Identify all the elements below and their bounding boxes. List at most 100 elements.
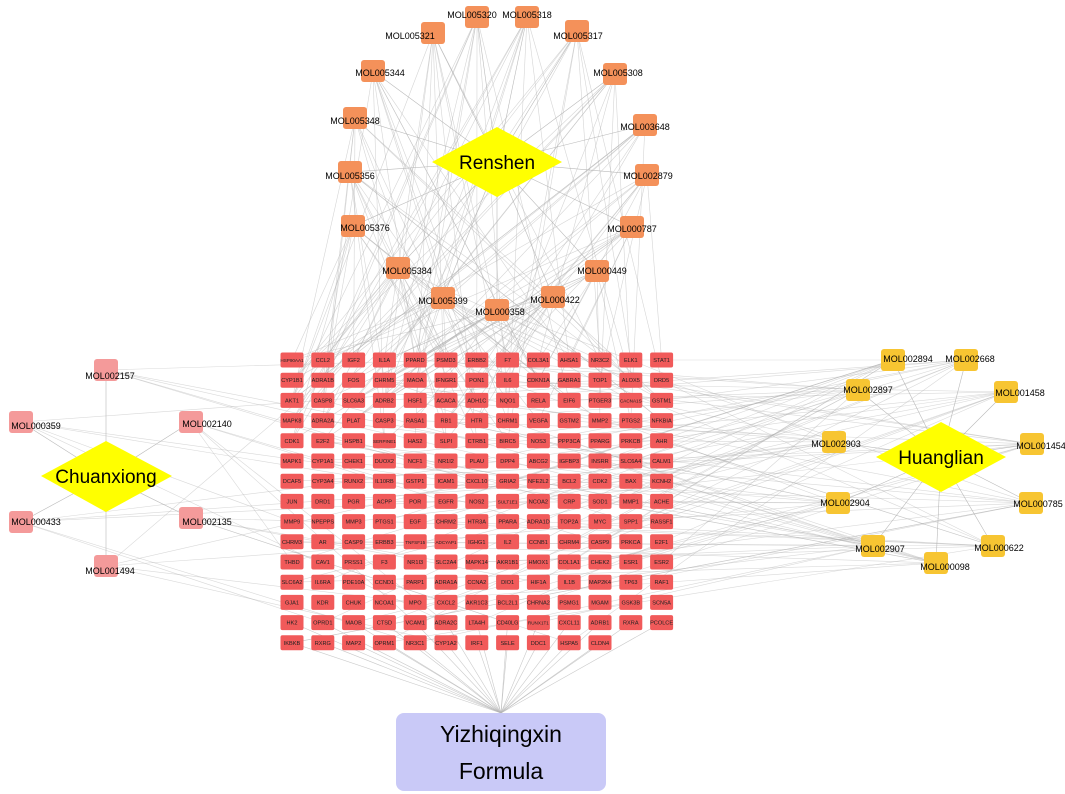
target-label: CDK1	[285, 439, 300, 445]
target-label: MAP2	[346, 641, 361, 647]
target-label: PLAT	[347, 419, 361, 425]
target-node: MMP9	[280, 514, 304, 530]
target-node: ALOX5	[619, 372, 643, 388]
target-label: RAF1	[654, 580, 668, 586]
renshen-molecule-label: MOL005321	[385, 31, 435, 41]
target-label: IL10RB	[375, 479, 394, 485]
huanglian-molecule-label: MOL001454	[1016, 441, 1065, 451]
target-label: AHSA1	[560, 358, 578, 364]
target-label: ACHE	[654, 499, 670, 505]
target-node: IGF2	[342, 352, 366, 368]
target-node: HMOX1	[526, 554, 550, 570]
target-label: NOS2	[469, 499, 484, 505]
target-node: GJA1	[280, 594, 304, 610]
target-label: CHRM3	[282, 540, 302, 546]
target-node: DRD1	[311, 493, 335, 509]
target-node: CYP3A4	[311, 473, 335, 489]
renshen-molecule-node: MOL005321	[385, 22, 445, 44]
target-label: KCNH2	[652, 479, 671, 485]
target-label: CHRM1	[498, 419, 518, 425]
chuanxiong-molecule-node: MOL002135	[179, 507, 232, 529]
target-label: IKBKB	[284, 641, 301, 647]
target-node: THBD	[280, 554, 304, 570]
target-label: CHRM5	[374, 378, 394, 384]
target-label: SELE	[500, 641, 515, 647]
target-node: RASA1	[403, 413, 427, 429]
target-label: SOD1	[592, 499, 607, 505]
target-node: KDR	[311, 594, 335, 610]
target-node: CHRM1	[496, 413, 520, 429]
target-label: GJA1	[285, 600, 299, 606]
target-label: CYP1A2	[435, 641, 456, 647]
target-node: SOD1	[588, 493, 612, 509]
target-label: MMP2	[592, 419, 608, 425]
huanglian-molecule-node: MOL000622	[974, 535, 1024, 557]
target-node: DRD5	[650, 372, 674, 388]
target-label: KDR	[317, 600, 329, 606]
target-label: CCNA2	[467, 580, 486, 586]
target-node: RELA	[526, 392, 550, 408]
target-node: PSMD3	[434, 352, 458, 368]
target-node: CASP9	[588, 534, 612, 550]
target-node: MPO	[403, 594, 427, 610]
target-label: PGR	[348, 499, 360, 505]
target-label: PRKCB	[621, 439, 641, 445]
target-node: PTGER3	[588, 392, 612, 408]
target-label: F3	[381, 560, 388, 566]
target-label: CDK2	[593, 479, 608, 485]
target-label: HTR	[471, 419, 483, 425]
target-label: RASA1	[406, 419, 424, 425]
renshen-molecule-label: MOL005399	[418, 296, 468, 306]
target-label: HTR3A	[468, 520, 487, 526]
target-label: CHUK	[346, 600, 362, 606]
target-node: CYP1B1	[280, 372, 304, 388]
target-label: SCN5A	[652, 600, 671, 606]
target-node: PTGS2	[619, 413, 643, 429]
target-node: ADRA1D	[526, 514, 550, 530]
target-node: MAPK8	[280, 413, 304, 429]
target-label: VCAM1	[406, 621, 425, 627]
target-node: PGR	[342, 493, 366, 509]
target-node: ACACA	[434, 392, 458, 408]
target-label: PDE10A	[343, 580, 365, 586]
target-node: IL2	[496, 534, 520, 550]
target-node: TP63	[619, 574, 643, 590]
target-label: NR3C1	[406, 641, 424, 647]
target-label: DDC1	[531, 641, 546, 647]
target-label: RASSF1	[651, 520, 673, 526]
huanglian-molecule-node: MOL002668	[945, 349, 995, 371]
target-label: ADRB2	[375, 398, 394, 404]
target-label: CHRM2	[436, 520, 456, 526]
target-label: IGHG1	[468, 540, 485, 546]
target-node: BCL2	[557, 473, 581, 489]
target-label: AKR1C3	[466, 600, 488, 606]
target-node: HSPA5	[557, 635, 581, 651]
target-node: CHEK1	[342, 453, 366, 469]
target-node: PPARA	[496, 514, 520, 530]
target-label: PTGER3	[589, 398, 611, 404]
target-node: ADRA1B	[311, 372, 335, 388]
huanglian-molecule-label: MOL002897	[843, 385, 893, 395]
target-label: THBD	[284, 560, 299, 566]
target-node: IFNGR1	[434, 372, 458, 388]
target-node: NPEPPS	[311, 514, 334, 530]
target-label: MAPK8	[283, 419, 302, 425]
renshen-molecule-label: MOL005344	[355, 68, 405, 78]
target-label: HAS2	[408, 439, 423, 445]
target-label: ICAM1	[437, 479, 454, 485]
target-label: FOS	[348, 378, 360, 384]
target-node: E2F1	[650, 534, 674, 550]
huanglian-molecule-label: MOL002907	[855, 544, 905, 554]
target-node: PRKCB	[619, 433, 643, 449]
target-label: MAOB	[345, 621, 362, 627]
chuanxiong-molecule-label: MOL000359	[11, 421, 61, 431]
target-node: NQO1	[496, 392, 520, 408]
target-label: DRD1	[315, 499, 330, 505]
target-node: POR	[403, 493, 427, 509]
target-label: NPEPPS	[311, 520, 334, 526]
target-node: IGFBP3	[557, 453, 581, 469]
huanglian-molecule-node: MOL002904	[820, 492, 870, 514]
target-node: SULT1E1	[496, 493, 520, 509]
target-node: COL1A1	[557, 554, 581, 570]
